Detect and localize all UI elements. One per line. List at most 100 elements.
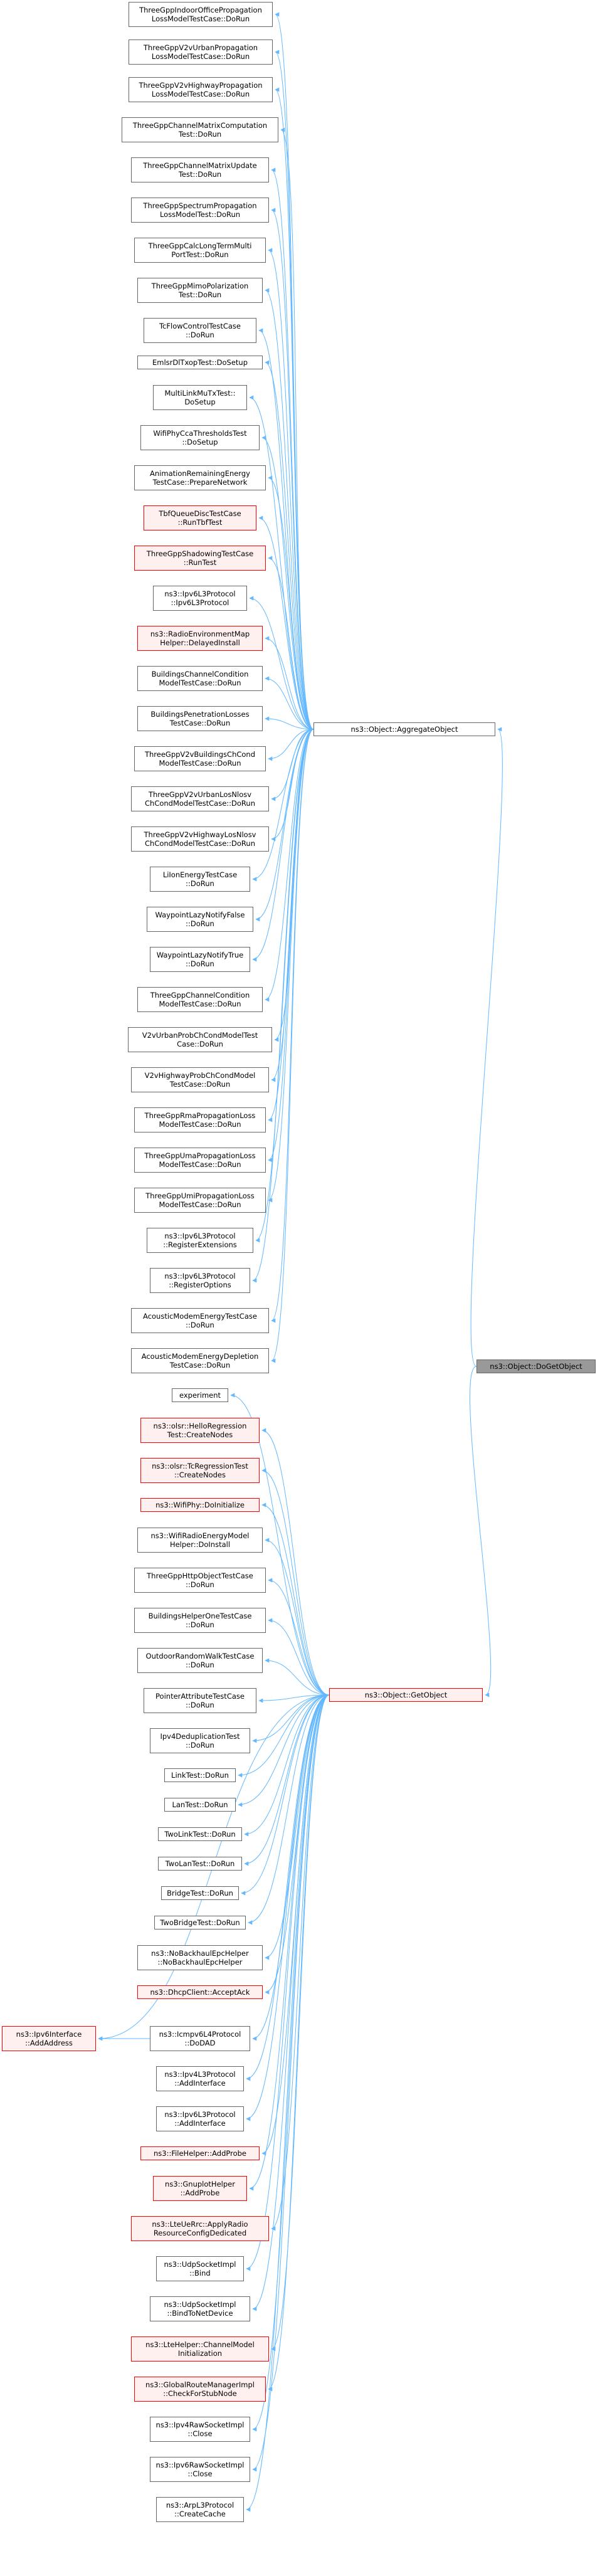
graph-node-a09[interactable]: TcFlowControlTestCase::DoRun: [144, 318, 256, 343]
graph-node-a15[interactable]: ThreeGppShadowingTestCase::RunTest: [134, 546, 266, 571]
graph-node-g27[interactable]: ns3::GlobalRouteManagerImpl::CheckForStu…: [134, 2377, 266, 2402]
graph-node-a23[interactable]: LiIonEnergyTestCase::DoRun: [150, 867, 250, 892]
node-label-line: TwoBridgeTest::DoRun: [160, 1918, 240, 1927]
graph-node-a16[interactable]: ns3::Ipv6L3Protocol::Ipv6L3Protocol: [153, 586, 247, 611]
graph-node-g29[interactable]: ns3::Ipv6RawSocketImpl::Close: [150, 2457, 250, 2482]
edge-getobject-g22: [249, 1694, 330, 2191]
node-label-line: ::NoBackhaulEpcHelper: [157, 1958, 243, 1966]
node-label-line: ThreeGppChannelMatrixComputation: [132, 121, 268, 130]
edge-aggregate-a08: [265, 288, 314, 730]
graph-node-g09[interactable]: Ipv4DeduplicationTest::DoRun: [150, 1728, 250, 1753]
graph-node-g02[interactable]: ns3::olsr::TcRegressionTest::CreateNodes: [140, 1458, 260, 1483]
graph-node-g08[interactable]: PointerAttributeTestCase::DoRun: [144, 1688, 256, 1713]
node-label-line: LinkTest::DoRun: [171, 1771, 229, 1780]
edge-aggregate-a35: [271, 729, 314, 1363]
graph-node-ipv6iface[interactable]: ns3::Ipv6Interface::AddAddress: [2, 2026, 96, 2051]
graph-node-g16[interactable]: ns3::NoBackhaulEpcHelper::NoBackhaulEpcH…: [137, 1945, 263, 1970]
graph-node-g25[interactable]: ns3::UdpSocketImpl::BindToNetDevice: [150, 2296, 250, 2321]
edge-getobject-g29: [252, 1694, 330, 2472]
graph-node-g19[interactable]: ns3::Ipv4L3Protocol::AddInterface: [156, 2066, 244, 2091]
graph-node-a34[interactable]: AcousticModemEnergyTestCase::DoRun: [131, 1308, 269, 1333]
node-label-line: Test::DoRun: [178, 290, 222, 299]
graph-node-g17[interactable]: ns3::DhcpClient::AcceptAck: [137, 1985, 263, 1999]
graph-node-a14[interactable]: TbfQueueDiscTestCase::RunTbfTest: [144, 505, 256, 531]
node-label-line: ThreeGppChannelMatrixUpdate: [143, 161, 257, 170]
node-label-line: ModelTestCase::DoRun: [159, 759, 241, 768]
graph-node-g20[interactable]: ns3::Ipv6L3Protocol::AddInterface: [156, 2106, 244, 2131]
graph-node-g12[interactable]: TwoLinkTest::DoRun: [158, 1827, 242, 1841]
graph-node-a25[interactable]: WaypointLazyNotifyTrue::DoRun: [150, 947, 250, 972]
graph-node-g10[interactable]: LinkTest::DoRun: [164, 1768, 236, 1782]
graph-node-g14[interactable]: BridgeTest::DoRun: [161, 1886, 239, 1900]
graph-node-g11[interactable]: LanTest::DoRun: [164, 1798, 236, 1812]
graph-node-g13[interactable]: TwoLanTest::DoRun: [158, 1857, 242, 1871]
edge-getobject-g11: [238, 1694, 330, 1807]
node-label-line: TwoLanTest::DoRun: [165, 1859, 235, 1868]
edge-getobject-g28: [252, 1694, 330, 2432]
graph-node-a32[interactable]: ns3::Ipv6L3Protocol::RegisterExtensions: [147, 1228, 253, 1253]
graph-node-g15[interactable]: TwoBridgeTest::DoRun: [154, 1916, 246, 1929]
edge-aggregate-a10: [265, 360, 314, 730]
graph-node-g22[interactable]: ns3::GnuplotHelper::AddProbe: [153, 2176, 247, 2201]
edge-aggregate-a18: [265, 676, 314, 730]
node-label-line: MultiLinkMuTxTest::: [164, 389, 236, 398]
graph-node-g06[interactable]: BuildingsHelperOneTestCase::DoRun: [134, 1608, 266, 1633]
edge-aggregate-a07: [268, 248, 314, 730]
graph-node-a24[interactable]: WaypointLazyNotifyFalse::DoRun: [147, 907, 253, 932]
node-label-line: ThreeGppRmaPropagationLoss: [144, 1111, 256, 1120]
edge-aggregate-a15: [268, 556, 314, 730]
graph-node-getobject[interactable]: ns3::Object::GetObject: [329, 1688, 483, 1702]
graph-node-aggregate[interactable]: ns3::Object::AggregateObject: [313, 722, 495, 736]
node-label-line: TestCase::DoRun: [169, 1361, 231, 1370]
graph-node-a10[interactable]: EmlsrDlTxopTest::DoSetup: [137, 356, 263, 369]
graph-node-g28[interactable]: ns3::Ipv4RawSocketImpl::Close: [150, 2417, 250, 2442]
node-label-line: WifiPhyCcaThresholdsTest: [153, 429, 247, 438]
node-label-line: BridgeTest::DoRun: [167, 1889, 233, 1898]
graph-node-g05[interactable]: ThreeGppHttpObjectTestCase::DoRun: [134, 1568, 266, 1593]
graph-node-a11[interactable]: MultiLinkMuTxTest::DoSetup: [153, 385, 247, 410]
node-label-line: LiIonEnergyTestCase: [162, 870, 238, 879]
edge-aggregate-a04: [280, 127, 314, 730]
node-label-line: ns3::Ipv6L3Protocol: [164, 1232, 236, 1240]
edge-getobject-g04: [265, 1538, 330, 1696]
graph-node-g24[interactable]: ns3::UdpSocketImpl::Bind: [156, 2256, 244, 2281]
node-label-line: ::RegisterOptions: [169, 1280, 231, 1289]
graph-node-g00[interactable]: experiment: [172, 1388, 228, 1402]
graph-node-a12[interactable]: WifiPhyCcaThresholdsTest::DoSetup: [140, 425, 260, 450]
graph-node-dogetobject[interactable]: ns3::Object::DoGetObject: [476, 1359, 596, 1373]
graph-node-g21[interactable]: ns3::FileHelper::AddProbe: [140, 2146, 260, 2160]
graph-node-a33[interactable]: ns3::Ipv6L3Protocol::RegisterOptions: [150, 1268, 250, 1293]
graph-node-g07[interactable]: OutdoorRandomWalkTestCase::DoRun: [137, 1648, 263, 1673]
graph-node-g30[interactable]: ns3::ArpL3Protocol::CreateCache: [156, 2497, 244, 2522]
graph-node-g03[interactable]: ns3::WifiPhy::DoInitialize: [140, 1498, 260, 1512]
graph-node-g18[interactable]: ns3::Icmpv6L4Protocol::DoDAD: [150, 2026, 250, 2051]
node-label-line: ::RegisterExtensions: [163, 1240, 237, 1249]
